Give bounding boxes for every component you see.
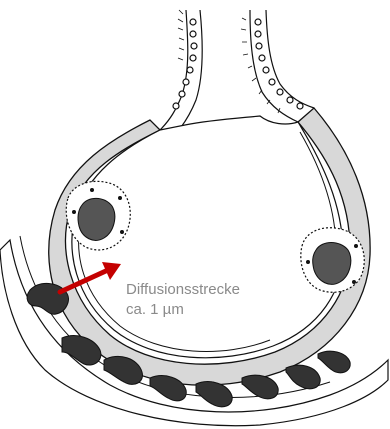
pneumocyte-right bbox=[301, 228, 364, 293]
diffusion-distance-value: ca. 1 µm bbox=[126, 301, 184, 319]
bronchiole-epithelium-right bbox=[241, 10, 314, 122]
bronchiole-epithelium-left bbox=[160, 10, 202, 140]
diffusion-label: Diffusionsstrecke bbox=[126, 281, 240, 299]
